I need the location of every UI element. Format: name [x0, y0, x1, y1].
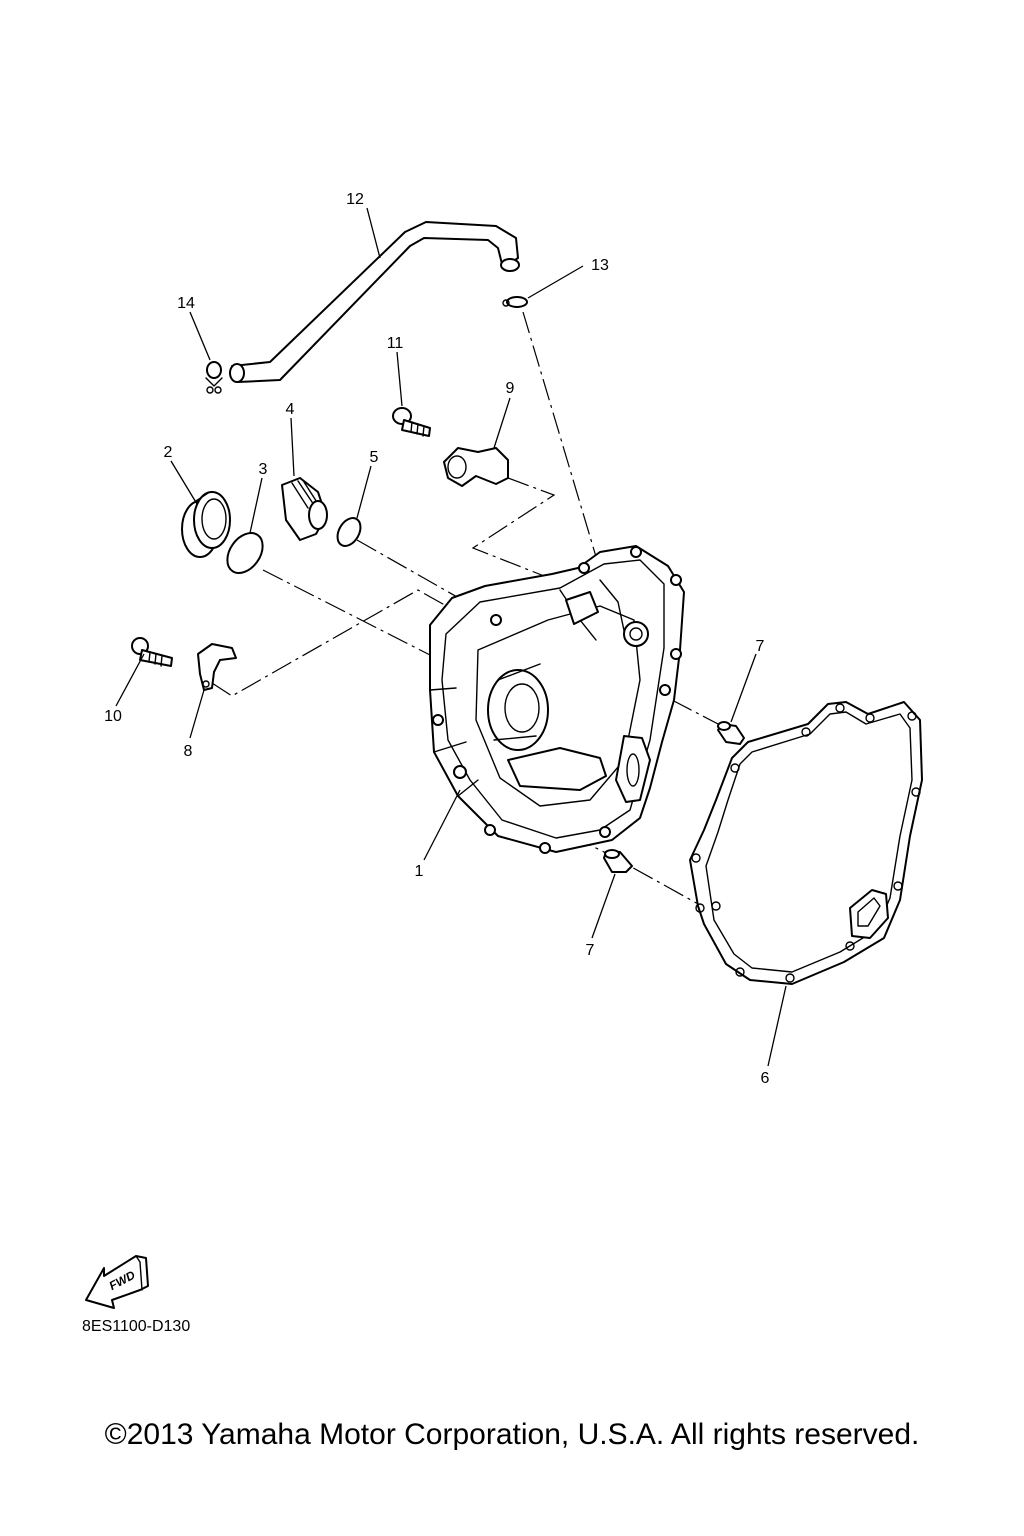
clamp	[197, 643, 237, 691]
callout-7-lower: 7	[586, 942, 595, 959]
callout-2: 2	[164, 444, 173, 461]
o-ring-small	[336, 517, 362, 547]
crankcase-cover	[429, 545, 685, 854]
callout-5: 5	[370, 449, 379, 466]
bolt-10	[131, 637, 173, 667]
callout-11: 11	[387, 335, 404, 352]
bolt-11	[392, 407, 431, 437]
dowel-pin-upper	[717, 721, 745, 745]
o-ring-large	[226, 532, 264, 574]
callout-14: 14	[177, 295, 195, 312]
callout-10: 10	[104, 708, 122, 725]
hose-clip-13	[502, 296, 528, 308]
filler-cap	[281, 477, 328, 541]
breather-hose	[229, 221, 520, 383]
callout-7-upper: 7	[756, 638, 765, 655]
plug	[181, 491, 231, 558]
callout-8: 8	[184, 743, 193, 760]
callout-9: 9	[506, 380, 515, 397]
callout-labels: 12 13 14 11 9 4 5 2 3 7 10 8 1 7 6	[104, 191, 769, 1087]
dowel-pin-lower	[603, 849, 633, 873]
copyright-notice: ©2013 Yamaha Motor Corporation, U.S.A. A…	[104, 1418, 920, 1451]
callout-1: 1	[415, 863, 424, 880]
fwd-arrow-icon: FWD	[85, 1255, 149, 1309]
callout-4: 4	[286, 401, 295, 418]
callout-6: 6	[761, 1070, 770, 1087]
callout-12: 12	[346, 191, 364, 208]
hose-guide	[443, 447, 509, 487]
hose-clip-14	[205, 361, 223, 394]
diagram-code: 8ES1100-D130	[82, 1318, 191, 1335]
callout-13: 13	[591, 257, 609, 274]
callout-3: 3	[259, 461, 268, 478]
leader-lines	[115, 207, 787, 1067]
gasket	[689, 701, 923, 985]
